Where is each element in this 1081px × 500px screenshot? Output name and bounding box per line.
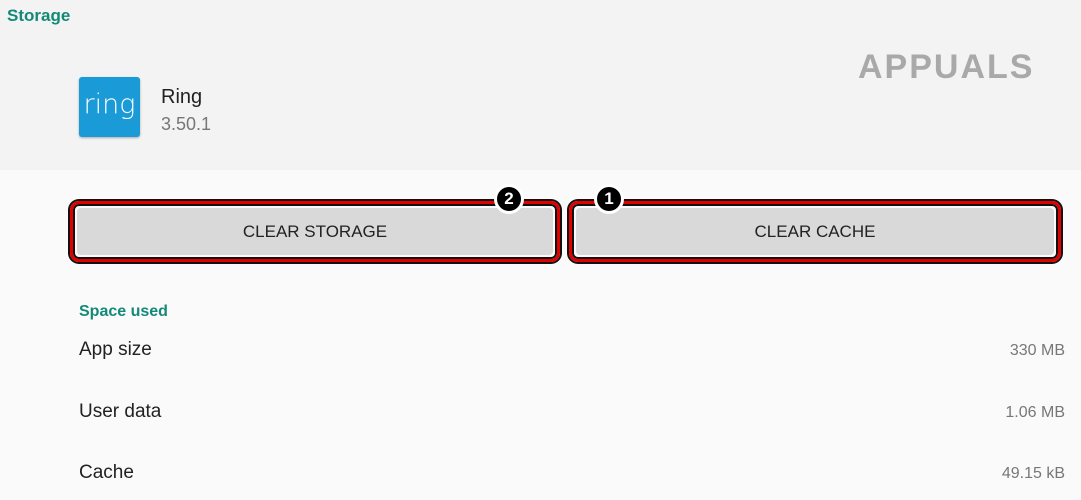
row-label: User data — [79, 401, 162, 422]
appuals-watermark-logo: APPUALS — [858, 48, 1035, 86]
row-label: App size — [79, 339, 152, 360]
ring-app-icon: ring — [79, 77, 140, 137]
app-version: 3.50.1 — [161, 114, 212, 134]
clear-storage-button[interactable]: CLEAR STORAGE — [77, 208, 553, 255]
clear-storage-highlight: CLEAR STORAGE — [70, 201, 560, 262]
list-item: Cache 49.15 kB — [79, 462, 1065, 484]
list-item: App size 330 MB — [79, 339, 1065, 361]
page-title: Storage — [7, 6, 71, 25]
app-header — [0, 0, 1081, 170]
row-value: 1.06 MB — [1005, 404, 1065, 421]
app-name: Ring — [161, 86, 203, 108]
clear-cache-highlight: CLEAR CACHE — [569, 201, 1061, 262]
row-value: 330 MB — [1009, 342, 1065, 359]
step-badge-1: 1 — [594, 184, 624, 214]
space-used-heading: Space used — [79, 303, 168, 320]
row-value: 49.15 kB — [1001, 465, 1065, 482]
list-item: User data 1.06 MB — [79, 401, 1065, 423]
clear-cache-button[interactable]: CLEAR CACHE — [576, 208, 1054, 255]
step-badge-2: 2 — [494, 184, 524, 214]
row-label: Cache — [79, 462, 134, 483]
